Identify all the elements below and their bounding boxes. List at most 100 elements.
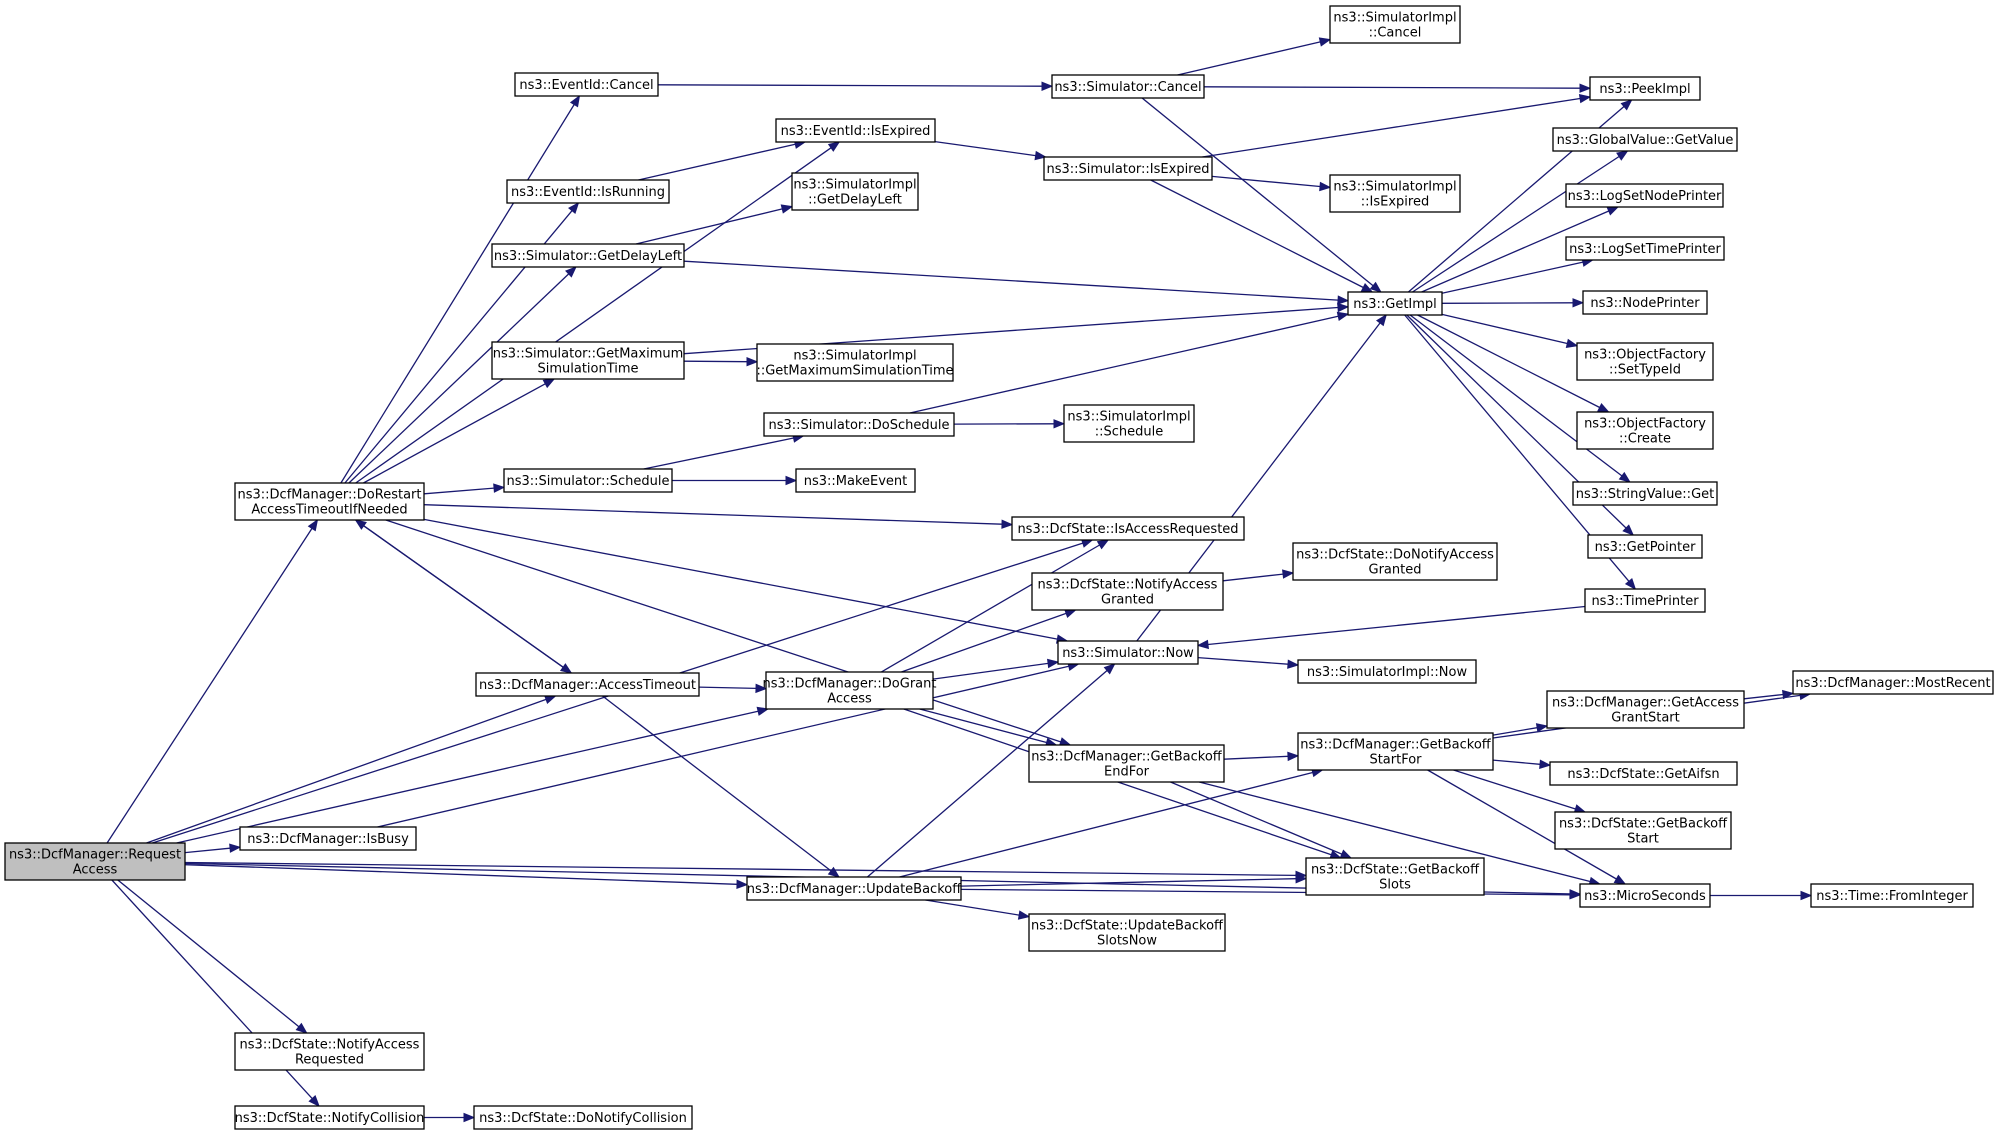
function-node-evcancel[interactable]: ns3::EventId::Cancel [514,72,659,97]
function-node-evisrunning[interactable]: ns3::EventId::IsRunning [506,179,670,204]
function-node-getimpl[interactable]: ns3::GetImpl [1347,291,1443,316]
function-node-microseconds[interactable]: ns3::MicroSeconds [1579,883,1711,908]
edge-line [1421,210,1610,293]
arrowhead-icon [463,1112,476,1123]
node-box [1031,572,1224,611]
node-label: ns3::EventId::IsExpired [781,124,931,139]
call-edge [423,483,506,495]
function-node-getpointer[interactable]: ns3::GetPointer [1587,534,1703,559]
function-node-simgetdelay[interactable]: ns3::Simulator::GetDelayLeft [491,243,685,268]
function-node-implcancel[interactable]: ns3::SimulatorImpl::Cancel [1329,5,1461,44]
function-node-simdoschedule[interactable]: ns3::Simulator::DoSchedule [763,412,955,437]
node-label: Granted [1101,593,1154,608]
edge-line [423,487,495,495]
node-label: ns3::NodePrinter [1590,296,1700,311]
node-label: ns3::GetPointer [1595,540,1696,555]
function-node-makeevent[interactable]: ns3::MakeEvent [795,468,916,493]
arrowhead-icon [308,1095,320,1107]
function-node-notifycol[interactable]: ns3::DcfState::NotifyCollision [234,1105,425,1130]
function-node-updatebackoff[interactable]: ns3::DcfManager::UpdateBackoff [746,876,962,901]
node-label: StartFor [1369,753,1422,768]
node-label: Start [1627,832,1659,847]
function-node-nodeprinter[interactable]: ns3::NodePrinter [1582,290,1708,315]
function-node-mostrecent[interactable]: ns3::DcfManager::MostRecent [1792,670,1994,695]
node-label: ns3::DcfManager::Request [9,848,181,863]
arrowhead-icon [756,706,770,716]
node-label: ns3::SimulatorImpl::Now [1307,665,1468,680]
edge-line [1211,175,1321,188]
edge-line [683,360,748,363]
function-node-stringvalue[interactable]: ns3::StringValue::Get [1572,481,1718,506]
function-node-implschedule[interactable]: ns3::SimulatorImpl::Schedule [1063,404,1195,443]
node-label: Access [827,692,872,707]
function-node-accesstimeout[interactable]: ns3::DcfManager::AccessTimeout [475,672,700,697]
arrowhead-icon [1569,890,1582,900]
node-label: ns3::Simulator::GetMaximum [493,347,684,362]
function-node-implisexpired[interactable]: ns3::SimulatorImpl::IsExpired [1329,174,1461,213]
node-box [1576,411,1714,450]
call-edge [111,879,320,1107]
node-box [506,179,670,204]
function-node-isbusy[interactable]: ns3::DcfManager::IsBusy [239,826,417,851]
function-node-getaifsn[interactable]: ns3::DcfState::GetAifsn [1549,761,1738,786]
call-edge [354,519,572,674]
function-node-dorestart[interactable]: ns3::DcfManager::DoRestartAccessTimeoutI… [234,482,425,521]
node-box [473,1105,693,1130]
function-node-peekimpl[interactable]: ns3::PeekImpl [1589,76,1701,101]
function-node-simgetmax[interactable]: ns3::Simulator::GetMaximumSimulationTime [491,341,685,380]
edge-line [1150,179,1364,289]
edge-line [1141,97,1374,287]
node-box [756,343,954,382]
node-box [234,482,425,521]
function-node-simcancel[interactable]: ns3::Simulator::Cancel [1051,74,1205,99]
edge-line [184,864,738,885]
function-node-ofcreate[interactable]: ns3::ObjectFactory::Create [1576,411,1714,450]
arrowhead-icon [569,94,581,108]
node-label: ns3::DcfManager::IsBusy [247,832,409,847]
edge-line [919,708,1047,744]
function-node-simschedule[interactable]: ns3::Simulator::Schedule [503,468,673,493]
function-node-globalvalue[interactable]: ns3::GlobalValue::GetValue [1552,127,1738,152]
node-box [1329,174,1461,213]
function-node-implgetmax[interactable]: ns3::SimulatorImpl::GetMaximumSimulation… [756,343,954,382]
function-node-evisexpired[interactable]: ns3::EventId::IsExpired [775,118,936,143]
node-label: ::IsExpired [1361,195,1429,210]
edge-line [1412,155,1620,293]
function-node-implnow[interactable]: ns3::SimulatorImpl::Now [1297,659,1477,684]
call-edge [348,266,577,484]
call-edge [866,663,1116,878]
function-node-donotifycol[interactable]: ns3::DcfState::DoNotifyCollision [473,1105,693,1130]
function-node-logsettime[interactable]: ns3::LogSetTimePrinter [1565,236,1725,261]
node-label: ns3::DcfManager::DoRestart [238,488,422,503]
arrowhead-icon [542,378,556,389]
edge-line [960,878,1297,887]
function-node-isaccessreq[interactable]: ns3::DcfState::IsAccessRequested [1011,516,1245,541]
arrowhead-icon [1337,302,1350,313]
node-label: ns3::DcfState::DoNotifyAccess [1296,548,1494,563]
arrowhead-icon [780,204,794,214]
edge-line [866,670,1108,878]
function-node-implgetdelay[interactable]: ns3::SimulatorImpl::GetDelayLeft [791,172,919,211]
edge-line [698,686,757,690]
function-node-timeprinter[interactable]: ns3::TimePrinter [1584,588,1706,613]
call-edge [903,708,1342,860]
function-node-simnow[interactable]: ns3::Simulator::Now [1057,640,1199,665]
function-node-ofsettypeid[interactable]: ns3::ObjectFactory::SetTypeId [1576,342,1714,381]
function-node-fromint[interactable]: ns3::Time::FromInteger [1810,883,1974,908]
function-node-logsetnode[interactable]: ns3::LogSetNodePrinter [1565,183,1724,208]
call-edge [1150,179,1374,293]
arrowhead-icon [785,475,798,486]
function-node-simisexpired[interactable]: ns3::Simulator::IsExpired [1043,156,1213,181]
call-edge [1211,175,1332,192]
